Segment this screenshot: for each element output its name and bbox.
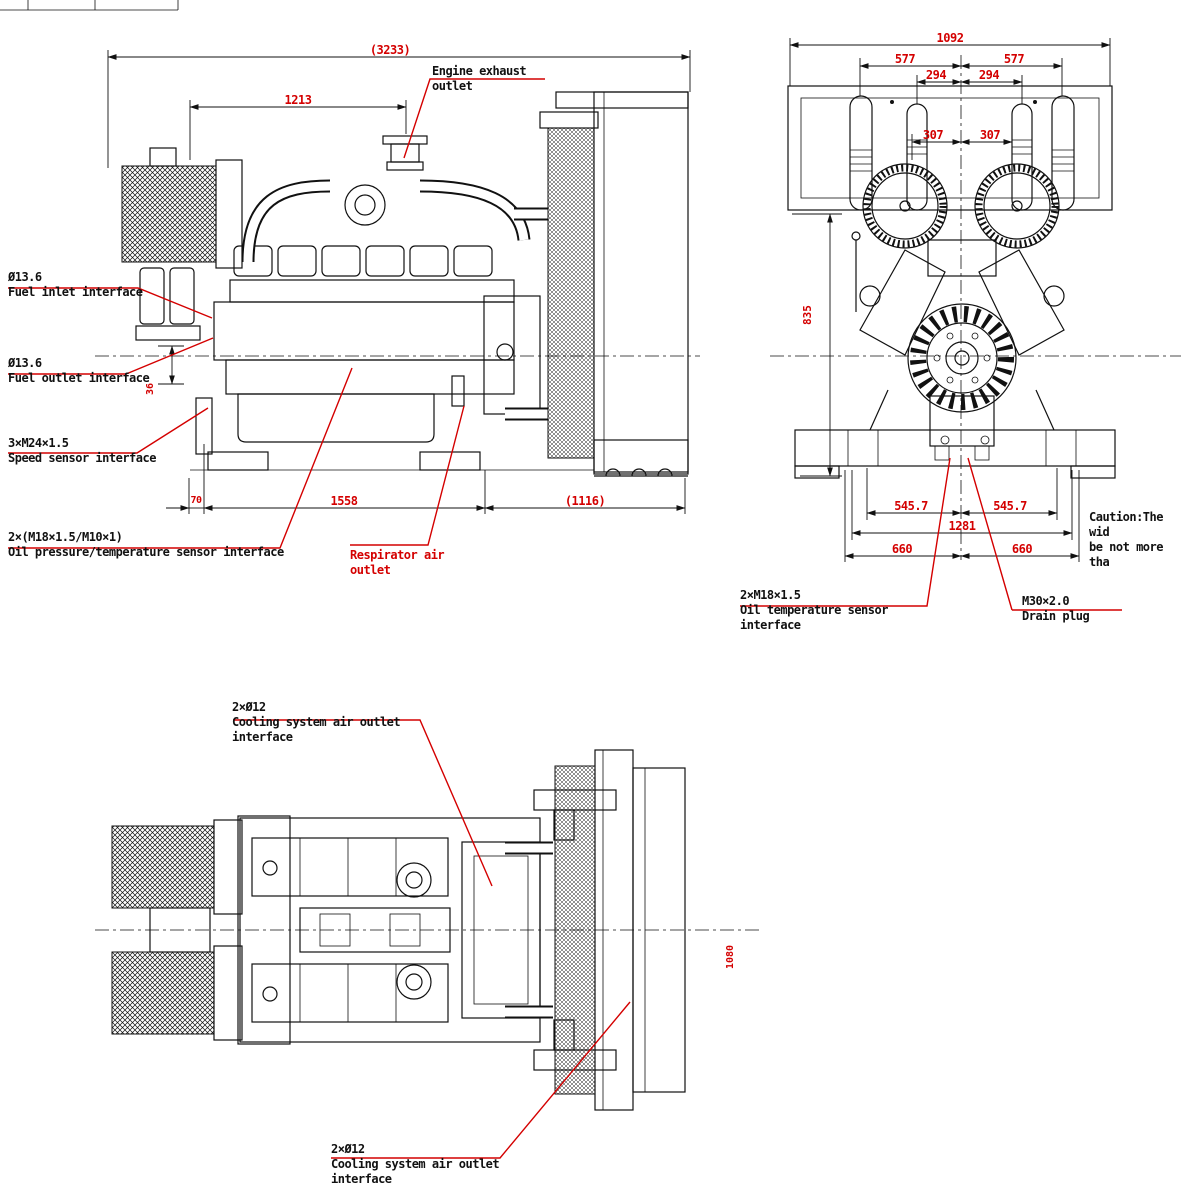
top-view-leaders (233, 719, 631, 1159)
dim-inner-left: 294 (925, 68, 947, 82)
label-fuel-outlet-interface: Ø13.6 Fuel outlet interface (8, 356, 150, 385)
dim-exhaust-position: 1213 (284, 93, 312, 107)
dim-inner-right: 294 (978, 68, 1000, 82)
dim-overall-width: 1092 (936, 31, 964, 45)
dim-pipe-right: 307 (979, 128, 1001, 142)
dim-top-view-height: 1080 (725, 944, 736, 969)
dim-pipe-left: 307 (922, 128, 944, 142)
dim-radiator-length: (1116) (564, 494, 606, 508)
label-fuel-inlet-interface: Ø13.6 Fuel inlet interface (8, 270, 143, 299)
dim-outer-right: 660 (1011, 542, 1033, 556)
side-view-dimensions (107, 50, 691, 514)
side-view-leaders (8, 78, 545, 549)
dim-foot-left: 545.7 (894, 499, 928, 513)
dim-foot-right: 545.7 (993, 499, 1027, 513)
label-cooling-system-air-outlet-upper: 2×Ø12 Cooling system air outlet interfac… (232, 700, 401, 744)
top-view-linework (95, 749, 760, 1111)
title-block-fragment (0, 0, 179, 11)
dim-exhaust-left: 577 (894, 52, 916, 66)
dim-foot-offset: 70 (190, 495, 202, 506)
label-speed-sensor-interface: 3×M24×1.5 Speed sensor interface (8, 436, 156, 465)
dim-engine-height: 835 (801, 305, 814, 325)
label-respirator-air-outlet: Respirator air outlet (350, 548, 445, 577)
label-engine-exhaust-outlet: Engine exhaust outlet (432, 64, 527, 93)
dim-outer-left: 660 (891, 542, 913, 556)
label-oil-temperature-sensor-interface: 2×M18×1.5 Oil temperature sensor interfa… (740, 588, 888, 632)
label-oil-pressure-sensor-interface: 2×(M18×1.5/M10×1) Oil pressure/temperatu… (8, 530, 284, 559)
dim-base-width: 1281 (948, 519, 976, 533)
label-cooling-system-air-outlet-lower: 2×Ø12 Cooling system air outlet interfac… (331, 1142, 500, 1186)
front-view-leaders (740, 457, 1122, 611)
front-view-dimensions (789, 38, 1111, 562)
label-drain-plug: M30×2.0 Drain plug (1022, 594, 1090, 623)
caution-note: Caution:The wid be not more tha (1089, 510, 1163, 569)
dim-mid-length: 1558 (330, 494, 358, 508)
front-view-linework (770, 55, 1181, 560)
side-view-linework (95, 91, 700, 477)
dim-exhaust-right: 577 (1003, 52, 1025, 66)
dim-overall-length: (3233) (369, 43, 411, 57)
